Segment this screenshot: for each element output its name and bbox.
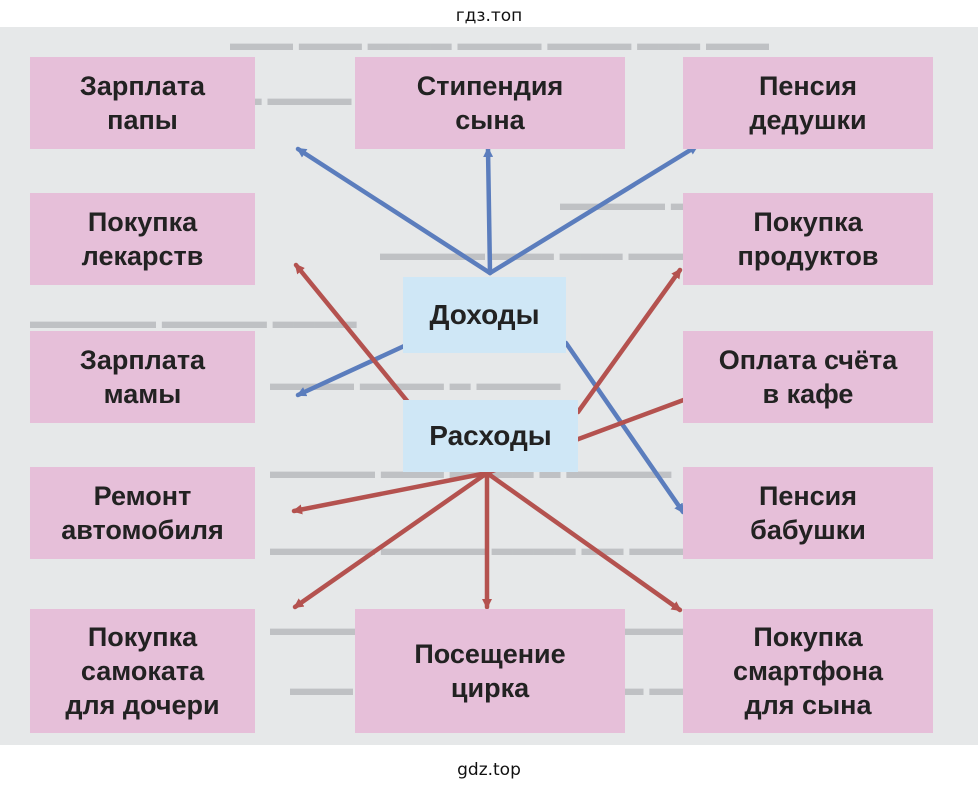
card-food-purchase: Покупка продуктов [683,193,933,285]
card-food-purchase-label: Покупка продуктов [737,207,879,271]
node-expenses-label: Расходы [429,420,552,451]
arrow-expenses-to-medicine-purchase [293,262,411,405]
card-father-salary-label: Зарплата папы [79,71,206,135]
watermark-top: гдз.топ [455,6,523,26]
watermark-bottom: gdz.top [457,760,521,780]
card-circus-visit-label: Посещение цирка [414,639,566,703]
card-scooter-purchase-label: Покупка самоката для дочери [65,622,220,720]
card-cafe-bill-label: Оплата счёта в кафе [718,345,898,409]
card-son-stipend: Стипендия сына [355,57,625,149]
card-mother-salary: Зарплата мамы [30,331,255,423]
card-smartphone-purchase-label: Покупка смартфона для сына [732,622,884,720]
node-income: Доходы [403,277,566,353]
card-medicine-purchase: Покупка лекарств [30,193,255,285]
arrow-income-to-grandmother-pension [563,340,686,515]
card-circus-visit: Посещение цирка [355,609,625,733]
card-medicine-purchase-label: Покупка лекарств [81,207,204,271]
card-son-stipend-label: Стипендия сына [416,71,564,135]
card-cafe-bill: Оплата счёта в кафе [683,331,933,423]
diagram-panel: ▬▬▬ ▬▬▬ ▬▬▬▬ ▬▬▬▬ ▬▬▬▬ ▬▬▬ ▬▬▬ ▬▬▬▬ ▬▬▬ … [0,27,978,745]
card-father-salary: Зарплата папы [30,57,255,149]
card-smartphone-purchase: Покупка смартфона для сына [683,609,933,733]
card-car-repair-label: Ремонт автомобиля [61,481,224,545]
arrow-expenses-to-scooter-purchase [292,470,490,610]
card-grandfather-pension: Пенсия дедушки [683,57,933,149]
arrow-expenses-to-smartphone-purchase [484,470,683,613]
arrow-income-to-mother-salary [295,338,418,398]
arrow-expenses-to-car-repair [291,470,490,515]
card-mother-salary-label: Зарплата мамы [79,345,206,409]
card-grandmother-pension-label: Пенсия бабушки [750,481,866,545]
node-income-label: Доходы [429,299,540,330]
card-grandfather-pension-label: Пенсия дедушки [749,71,867,135]
card-car-repair: Ремонт автомобиля [30,467,255,559]
node-expenses: Расходы [403,400,578,472]
arrows-layer [291,143,700,613]
arrow-income-to-son-stipend [483,146,494,276]
card-scooter-purchase: Покупка самоката для дочери [30,609,255,733]
card-grandmother-pension: Пенсия бабушки [683,467,933,559]
arrow-income-to-grandfather-pension [487,143,700,276]
arrow-income-to-father-salary [295,146,493,276]
arrow-expenses-to-food-purchase [575,267,683,415]
